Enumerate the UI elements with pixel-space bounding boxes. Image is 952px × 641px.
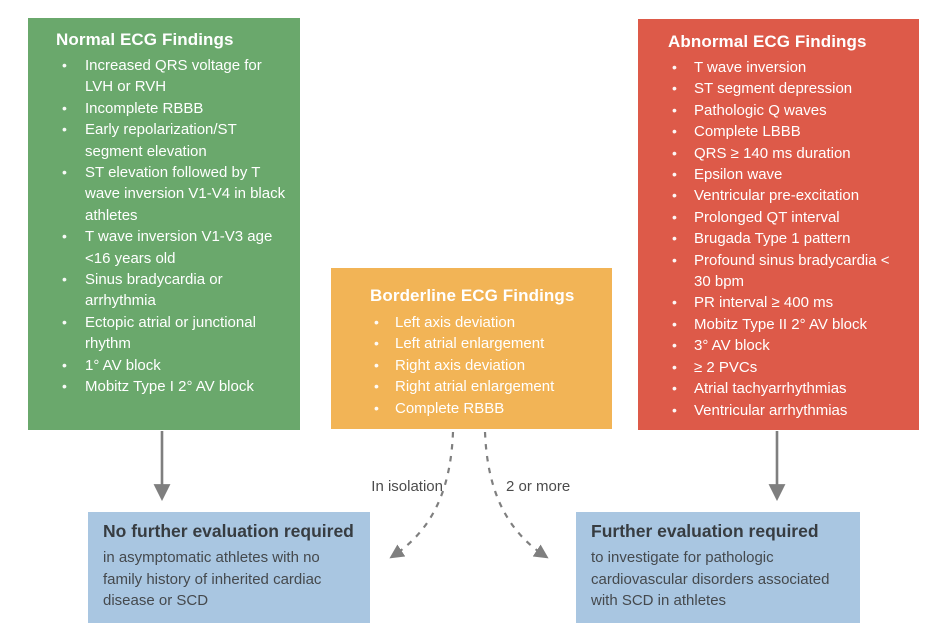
list-item: Mobitz Type I 2° AV block: [56, 376, 294, 398]
list-item: 1° AV block: [56, 355, 294, 377]
list-item: Ventricular pre-excitation: [668, 185, 913, 207]
list-item: Mobitz Type II 2° AV block: [668, 314, 913, 336]
further-evaluation-body: to investigate for pathologic cardiovasc…: [591, 549, 830, 609]
borderline-findings-title: Borderline ECG Findings: [370, 286, 575, 305]
list-item: Increased QRS voltage for LVH or RVH: [56, 55, 294, 98]
list-item: Left atrial enlargement: [370, 333, 606, 355]
abnormal-findings-box: Abnormal ECG Findings T wave inversionST…: [638, 19, 919, 430]
no-further-evaluation-title: No further evaluation required: [103, 521, 354, 541]
list-item: Pathologic Q waves: [668, 100, 913, 122]
list-item: Atrial tachyarrhythmias: [668, 378, 913, 400]
further-evaluation-box: Further evaluation required to investiga…: [576, 512, 860, 623]
list-item: Left axis deviation: [370, 312, 606, 334]
abnormal-findings-list: T wave inversionST segment depressionPat…: [668, 57, 913, 421]
list-item: 3° AV block: [668, 335, 913, 357]
list-item: Prolonged QT interval: [668, 207, 913, 229]
list-item: ST elevation followed by T wave inversio…: [56, 162, 294, 226]
list-item: Right axis deviation: [370, 355, 606, 377]
list-item: PR interval ≥ 400 ms: [668, 292, 913, 314]
list-item: QRS ≥ 140 ms duration: [668, 143, 913, 165]
list-item: T wave inversion V1-V3 age <16 years old: [56, 226, 294, 269]
list-item: ST segment depression: [668, 78, 913, 100]
list-item: Brugada Type 1 pattern: [668, 228, 913, 250]
list-item: Complete LBBB: [668, 121, 913, 143]
no-further-evaluation-body: in asymptomatic athletes with no family …: [103, 549, 322, 609]
list-item: Profound sinus bradycardia < 30 bpm: [668, 250, 913, 293]
list-item: Ventricular arrhythmias: [668, 400, 913, 422]
list-item: Sinus bradycardia or arrhythmia: [56, 269, 294, 312]
list-item: ≥ 2 PVCs: [668, 357, 913, 379]
borderline-findings-list: Left axis deviationLeft atrial enlargeme…: [370, 312, 606, 419]
normal-findings-title: Normal ECG Findings: [56, 30, 234, 49]
list-item: Early repolarization/ST segment elevatio…: [56, 119, 294, 162]
list-item: Epsilon wave: [668, 164, 913, 186]
normal-findings-list: Increased QRS voltage for LVH or RVHInco…: [56, 55, 294, 398]
further-evaluation-title: Further evaluation required: [591, 521, 819, 541]
no-further-evaluation-box: No further evaluation required in asympt…: [88, 512, 370, 623]
abnormal-findings-title: Abnormal ECG Findings: [668, 32, 867, 51]
list-item: Right atrial enlargement: [370, 376, 606, 398]
edge-label-two-or-more: 2 or more: [506, 478, 571, 495]
list-item: Ectopic atrial or junctional rhythm: [56, 312, 294, 355]
borderline-findings-box: Borderline ECG Findings Left axis deviat…: [331, 268, 612, 429]
normal-findings-box: Normal ECG Findings Increased QRS voltag…: [28, 18, 300, 430]
edge-label-in-isolation: In isolation: [371, 478, 443, 495]
list-item: Incomplete RBBB: [56, 98, 294, 120]
list-item: T wave inversion: [668, 57, 913, 79]
list-item: Complete RBBB: [370, 398, 606, 420]
